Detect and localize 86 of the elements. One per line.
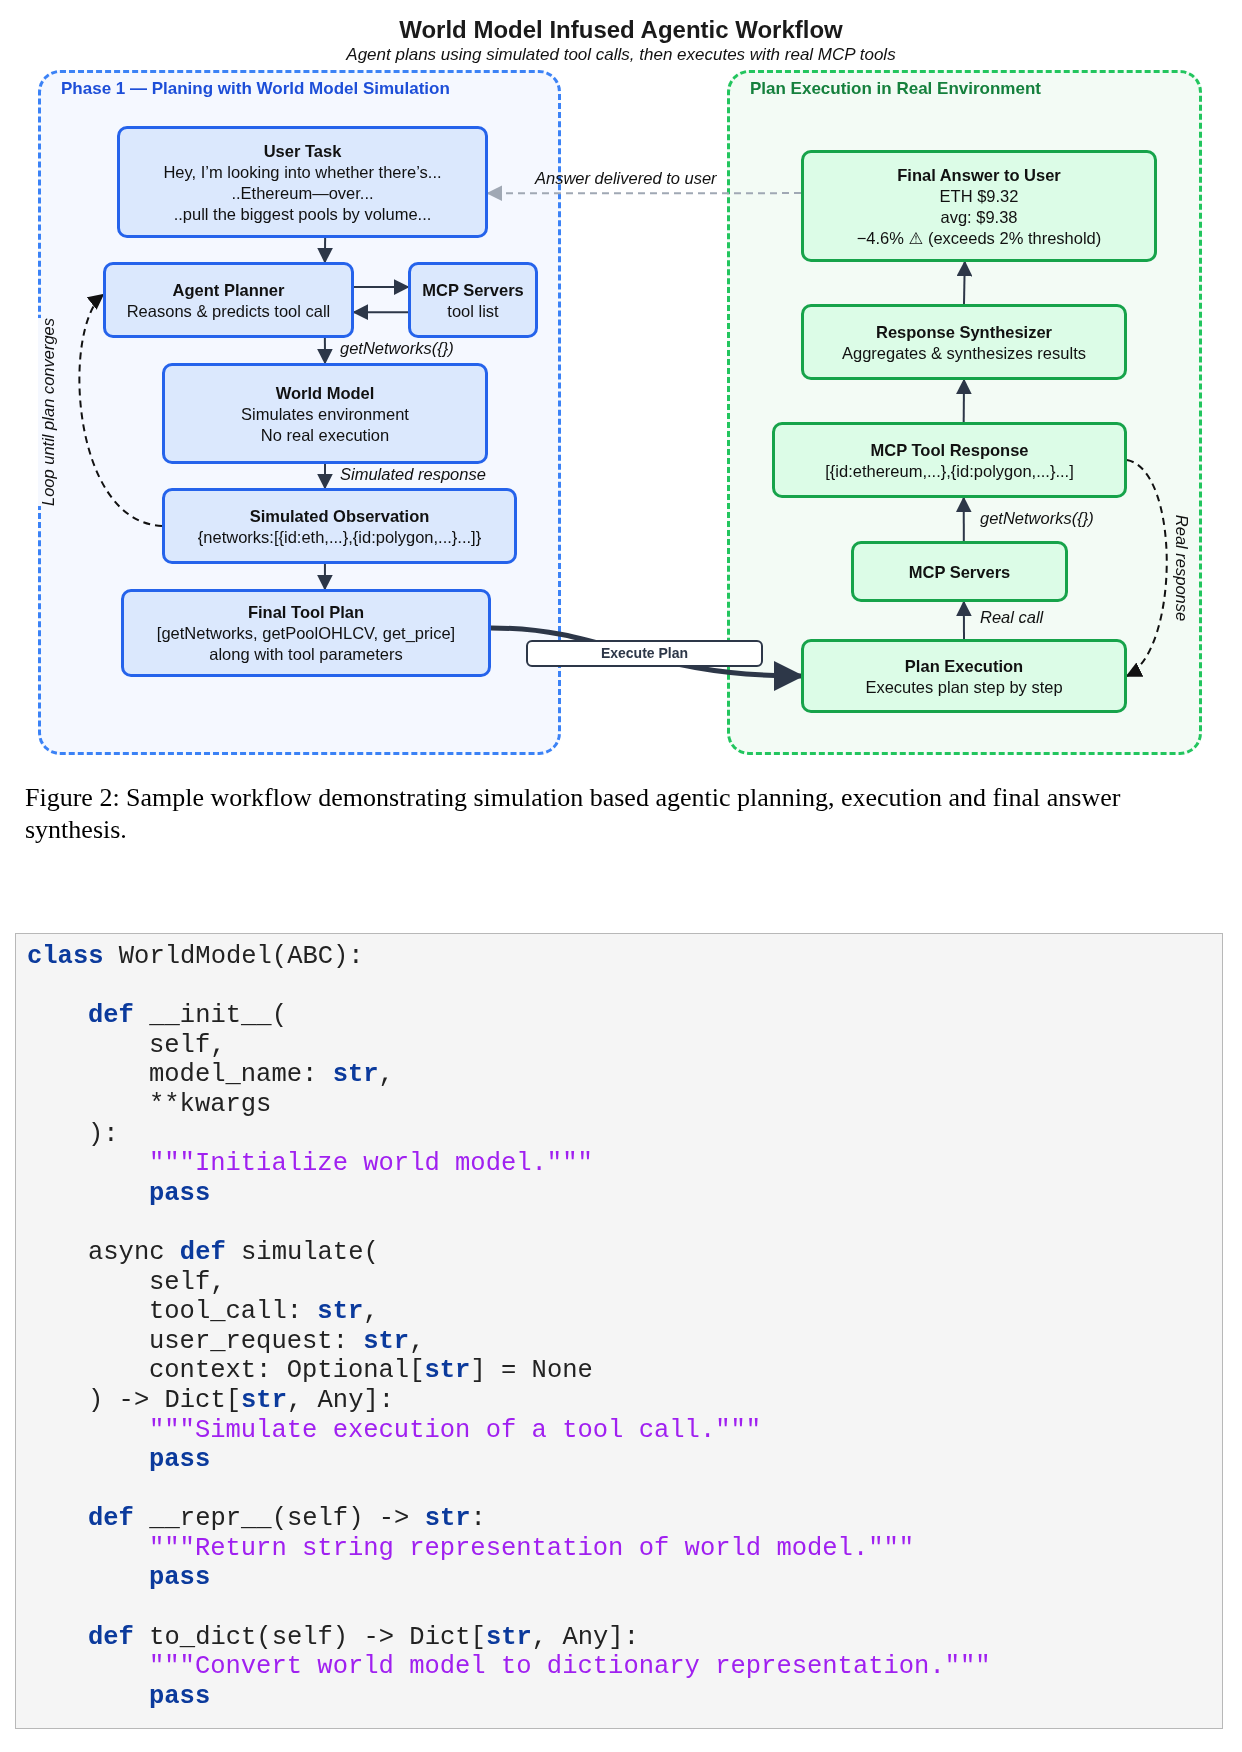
arrow [317,237,334,264]
figure-caption: Figure 2: Sample workflow demonstrating simulation based agentic planning, execution and final answer synthesis. [25,782,1122,846]
dashed-arrow [486,185,802,202]
code-line: model_name: str, [149,1060,394,1090]
process-box [408,262,538,338]
box-text: Reasons & predicts tool call [126,300,331,322]
panel-heading: Plan Execution in Real Environment [750,79,1041,99]
arrow [956,260,973,305]
process-box [162,363,488,464]
code-line: class WorldModel(ABC): [27,942,364,972]
arrow [352,304,409,321]
code-line: context: Optional[str] = None [149,1356,593,1386]
box-title: User Task [263,140,342,162]
edge-label: getNetworks({}) [340,338,454,358]
box-text: along with tool parameters [209,644,403,665]
box-text: Hey, I’m looking into whether there’s... [163,161,442,183]
code-line: """Convert world model to dictionary representation.""" [149,1652,991,1682]
panel-heading: Phase 1 — Planing with World Model Simulation [61,79,450,99]
process-box [117,126,488,238]
edge-label: Loop until plan converges [38,317,58,507]
box-title: Final Answer to User [897,164,1061,186]
box-text: ..pull the biggest pools by volume... [173,203,432,225]
box-text: avg: $9.38 [940,206,1018,228]
arrow [955,600,972,640]
code-line: user_request: str, [149,1326,425,1357]
process-box [772,422,1127,498]
edge-label: Answer delivered to user [535,168,717,188]
arrow [316,337,333,365]
box-text: −4.6% ⚠ (exceeds 2% threshold) [856,227,1102,249]
code-line: **kwargs [149,1089,272,1120]
code-line: def __init__( [88,1001,287,1031]
box-text: [getNetworks, getPoolOHLCV, get_price] [156,623,456,644]
edge-label: getNetworks({}) [980,508,1094,528]
box-title: Simulated Observation [249,505,430,527]
process-box [162,488,517,564]
process-box [801,304,1127,380]
code-line: pass [149,1445,211,1475]
box-title: MCP Tool Response [870,439,1029,461]
code-line: tool_call: str, [149,1297,379,1327]
process-box [851,541,1068,602]
arrow [317,463,333,490]
dashed-arrow [78,293,163,527]
process-box [801,639,1127,713]
code-line: def to_dict(self) -> Dict[str, Any]: [88,1622,639,1653]
code-line: ): [88,1119,119,1150]
diagram-title: World Model Infused Agentic Workflow [399,16,843,43]
box-title: MCP Servers [908,561,1011,583]
edge-label: Execute Plan [526,640,763,667]
box-text: ..Ethereum—over... [231,182,374,204]
code-line: """Simulate execution of a tool call.""" [149,1415,762,1446]
code-line: pass [149,1563,211,1594]
box-title: World Model [275,382,375,404]
box-title: Response Synthesizer [875,321,1053,343]
box-text: [{id:ethereum,...},{id:polygon,...}...] [825,460,1074,482]
box-title: Agent Planner [172,279,285,301]
process-box [121,589,491,677]
process-box [103,262,354,338]
box-text: Aggregates & synthesizes results [842,342,1086,364]
box-text: tool list [447,300,499,322]
edge-label: Real call [980,607,1044,627]
dashed-arrow [1125,459,1168,677]
code-line: """Initialize world model.""" [149,1149,593,1179]
code-line: async def simulate( [88,1237,379,1268]
process-box [801,150,1157,262]
box-text: {networks:[{id:eth,...},{id:polygon,...}...]} [197,526,482,548]
arrow [316,563,333,591]
box-title: Plan Execution [904,655,1024,677]
code-line: def __repr__(self) -> str: [88,1504,486,1534]
code-line: pass [149,1681,211,1712]
box-title: MCP Servers [422,279,524,301]
arrow [955,496,972,542]
box-title: Final Tool Plan [247,602,365,623]
arrow [353,279,410,296]
edge-label: Simulated response [340,464,486,484]
arrow [955,378,972,423]
code-line: self, [149,1030,226,1061]
phase-panel [727,70,1202,755]
subtitle: Agent plans using simulated tool calls, then executes with real MCP tools [346,45,896,64]
box-text: Executes plan step by step [865,676,1063,698]
code-line: pass [149,1178,211,1209]
code-line: self, [149,1267,226,1298]
code-line: ) -> Dict[str, Any]: [88,1385,395,1416]
code-line: """Return string representation of world model.""" [149,1533,915,1564]
box-text: Simulates environment [241,403,409,425]
box-text: No real execution [260,424,390,446]
box-text: ETH $9.32 [939,185,1019,207]
